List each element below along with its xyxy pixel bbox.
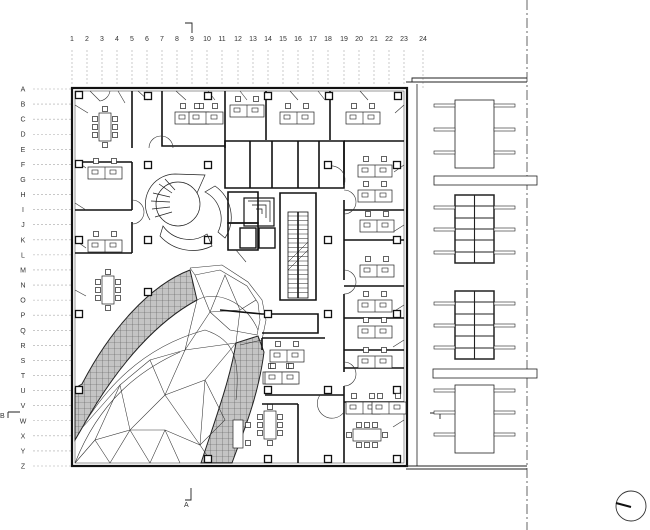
grid-row-label: O	[20, 298, 26, 305]
spiral-staircase	[145, 173, 232, 251]
section-marker-top	[185, 22, 193, 33]
grid-row-label: J	[21, 222, 25, 229]
grid-row-label: M	[20, 267, 26, 274]
north-arrow-icon	[615, 490, 647, 522]
section-label-a: A	[184, 502, 189, 509]
grid-row-label: X	[21, 433, 26, 440]
interior-walls	[75, 91, 404, 463]
grid-column-label: 17	[309, 36, 317, 43]
grid-row-label: C	[20, 117, 25, 124]
grid-column-label: 10	[203, 36, 211, 43]
grid-column-label: 2	[85, 36, 89, 43]
furniture	[88, 97, 406, 449]
grid-column-label: 20	[355, 36, 363, 43]
grid-row-label: Y	[21, 448, 26, 455]
grid-row-label: T	[21, 373, 26, 380]
grid-column-label: 21	[370, 36, 378, 43]
grid-column-label: 5	[130, 36, 134, 43]
grid-row-label: I	[22, 207, 24, 214]
grid-row-label: E	[21, 147, 26, 154]
grid-column-label: 3	[100, 36, 104, 43]
grid-column-label: 16	[294, 36, 302, 43]
grid-column-label: 15	[279, 36, 287, 43]
grid-column-label: 6	[145, 36, 149, 43]
grid-row-label: F	[21, 162, 25, 169]
building-envelope	[70, 86, 409, 468]
grid-column-label: 18	[324, 36, 332, 43]
row-grid: A B C D E F G H I J K L M N O P Q R S T U V W X Y Z	[20, 87, 72, 471]
grid-row-label: W	[20, 418, 27, 425]
grid-column-label: 19	[340, 36, 348, 43]
grid-row-label: V	[21, 403, 26, 410]
grid-row-label: D	[20, 132, 25, 139]
grid-row-label: P	[21, 313, 26, 320]
grid-column-label: 9	[190, 36, 194, 43]
grid-row-label: A	[21, 87, 26, 94]
grid-row-label: Z	[21, 464, 26, 471]
grid-row-label: H	[20, 192, 25, 199]
adjacent-parking	[406, 77, 538, 470]
grid-row-label: G	[20, 177, 25, 184]
grid-column-label: 8	[175, 36, 179, 43]
grid-column-label: 14	[264, 36, 272, 43]
grid-column-label: 4	[115, 36, 119, 43]
grid-row-label: U	[20, 388, 25, 395]
grid-row-label: K	[21, 237, 26, 244]
grid-column-label: 24	[419, 36, 427, 43]
section-marker-left: B	[0, 411, 20, 420]
building-core	[239, 197, 309, 299]
grid-column-label: 13	[249, 36, 257, 43]
grid-column-label: 23	[400, 36, 408, 43]
grid-column-label: 22	[385, 36, 393, 43]
section-label-b: B	[0, 413, 5, 420]
grid-column-label: 1	[70, 36, 74, 43]
grid-column-label: 11	[218, 36, 225, 43]
grid-row-label: B	[21, 102, 26, 109]
grid-column-label: 7	[160, 36, 164, 43]
grid-row-label: N	[20, 283, 25, 290]
grid-row-label: Q	[20, 328, 26, 335]
section-marker-bottom: A	[184, 488, 192, 509]
atrium-glass-roof	[74, 264, 267, 464]
grid-row-label: S	[21, 358, 26, 365]
grid-row-label: R	[20, 343, 25, 350]
grid-column-label: 12	[234, 36, 242, 43]
grid-row-label: L	[21, 252, 25, 259]
